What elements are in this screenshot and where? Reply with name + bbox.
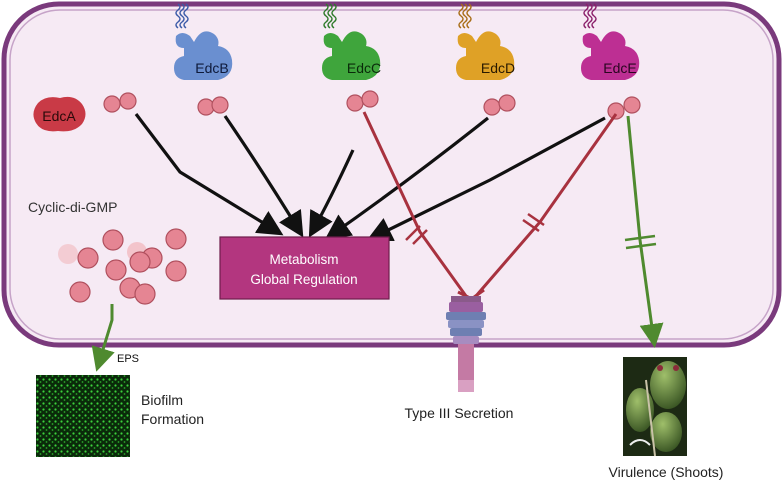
protein-edca: EdcA bbox=[33, 96, 86, 132]
eps-arrow bbox=[91, 304, 115, 372]
cell-membrane bbox=[1, 1, 782, 348]
virulence-plant-image bbox=[623, 357, 687, 457]
protein-edcb: EdcB bbox=[174, 31, 233, 80]
protein-edce-label: EdcE bbox=[603, 60, 636, 76]
promotion-to-virulence bbox=[624, 115, 664, 348]
inhibitions-to-type3 bbox=[362, 111, 618, 302]
protein-edcd: EdcD bbox=[456, 31, 515, 80]
cell-inner-membrane bbox=[9, 9, 774, 340]
cyclic-di-gmp-label: Cyclic-di-GMP bbox=[28, 199, 117, 215]
biofilm-label-line1: Biofilm bbox=[141, 392, 183, 408]
protein-edcd-label: EdcD bbox=[481, 60, 515, 76]
arrows-to-metabolism bbox=[134, 113, 606, 242]
biofilm-label-line2: Formation bbox=[141, 411, 204, 427]
metabolism-box: Metabolism Global Regulation bbox=[219, 236, 390, 300]
protein-edca-label: EdcA bbox=[42, 108, 76, 124]
eps-label: EPS bbox=[117, 353, 139, 365]
metabolism-label-line1: Metabolism bbox=[269, 252, 338, 267]
metabolism-label-line2: Global Regulation bbox=[250, 272, 357, 287]
protein-edcc: EdcC bbox=[322, 31, 381, 80]
protein-edce: EdcE bbox=[581, 31, 640, 80]
biofilm-image bbox=[36, 375, 130, 457]
protein-edcb-label: EdcB bbox=[195, 60, 228, 76]
gmp-dimers bbox=[103, 90, 641, 120]
protein-edcc-label: EdcC bbox=[347, 60, 381, 76]
tm-squiggles bbox=[175, 3, 597, 29]
gmp-pool bbox=[58, 228, 187, 305]
type3-secretion-label: Type III Secretion bbox=[405, 405, 514, 421]
type3-secretion-apparatus bbox=[446, 296, 486, 392]
virulence-label: Virulence (Shoots) bbox=[609, 464, 724, 480]
